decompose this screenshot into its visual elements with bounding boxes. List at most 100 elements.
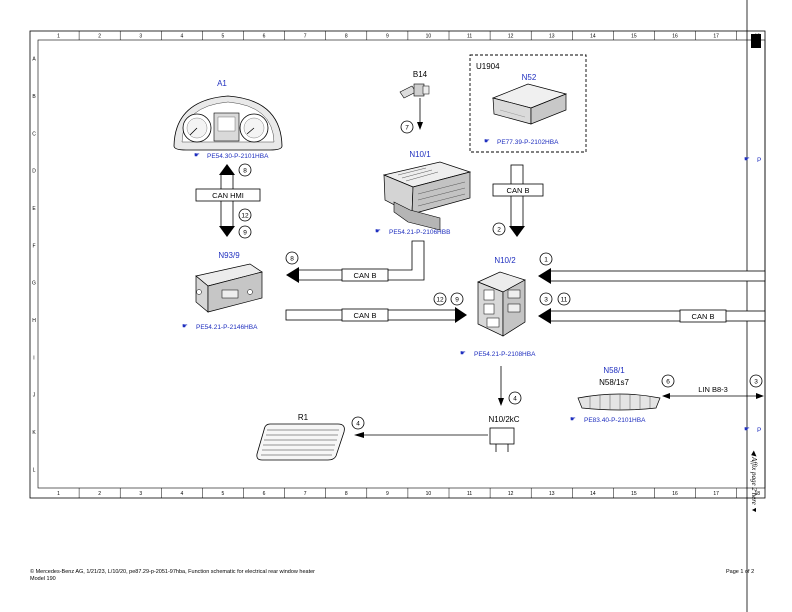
temperature-sensor-b14[interactable] [399,83,430,99]
grid-column-label: 6 [263,491,266,497]
grid-row-label: D [32,169,36,175]
grid-column-label: 16 [672,34,678,40]
side-reference-c[interactable]: P [757,157,761,164]
marker-8-n93: 8 [285,251,299,265]
n52-label: N52 [522,73,537,82]
marker-1: 1 [539,252,553,266]
grid-row-label: J [33,393,36,399]
svg-text:11: 11 [561,297,568,304]
grid-column-label: 14 [590,34,596,40]
side-reference-icon-k: ☛ [744,426,750,433]
footer-page-number: Page 1 of 2 [726,569,755,575]
rear-window-heater-r1[interactable] [256,423,345,461]
affix-page-note: ◀ Affix page 2 here ▼ [750,450,758,513]
marker-12-hmi: 12 [238,208,252,222]
grid-column-label: 12 [508,491,514,497]
sam-module-n10-1[interactable] [382,161,472,231]
b14-label: B14 [413,70,428,79]
grid-column-label: 9 [386,34,389,40]
r1-label: R1 [298,413,309,422]
n10-1-reference[interactable]: PE54.21-P-2106HBB [389,229,450,236]
footer-model: Model 190 [30,576,56,582]
svg-text:3: 3 [754,379,758,386]
can-b-right-label: CAN B [692,312,715,321]
n93-9-reference[interactable]: PE54.21-P-2146HBA [196,324,258,331]
instrument-cluster-a1[interactable]: A1 [173,79,283,151]
svg-text:4: 4 [513,396,517,403]
svg-text:3: 3 [544,297,548,304]
relay-to-r1-arrow [354,432,488,438]
n58-1s7-label: N58/1s7 [599,378,629,387]
can-b-mid-label: CAN B [354,271,377,280]
n10-1-reference-icon: ☛ [375,228,381,235]
marker-9-n10-2: 9 [450,292,464,306]
n10-2-reference[interactable]: PE54.21-P-2108HBA [474,351,536,358]
marker-8-a1: 8 [238,163,252,177]
can-b-n52-link [492,164,544,237]
grid-column-label: 14 [590,491,596,497]
relay-n10-2kc[interactable] [489,427,515,452]
module-n52[interactable] [491,83,568,125]
can-b-from-right [538,308,766,324]
grid-column-label: 18 [754,491,760,497]
n10-2-label: N10/2 [494,256,516,265]
n10-2-to-relay-arrow [498,366,504,406]
svg-text:7: 7 [405,125,409,132]
side-reference-icon-c: ☛ [744,156,750,163]
grid-column-label: 4 [180,491,183,497]
a1-reference[interactable]: PE54.30-P-2101HBA [207,153,269,160]
marker-9-hmi: 9 [238,225,252,239]
marker-4-relay: 4 [508,391,522,405]
marker-6: 6 [661,374,675,388]
grid-row-label: C [32,131,36,137]
grid-row-label: F [32,243,35,249]
grid-column-label: 13 [549,34,555,40]
module-n93-9[interactable] [195,263,263,313]
grid-column-label: 5 [222,34,225,40]
n52-reference-icon: ☛ [484,138,490,145]
svg-text:12: 12 [241,213,249,220]
grid-column-label: 3 [139,34,142,40]
n10-2kc-label: N10/2kC [488,415,519,424]
grid-row-label: K [32,430,36,436]
n58-1-reference[interactable]: PE83.40-P-2101HBA [584,417,646,424]
grid-column-label: 8 [345,34,348,40]
marker-7: 7 [400,120,414,134]
grid-column-label: 10 [426,34,432,40]
can-b-top-label: CAN B [507,186,530,195]
marker-3: 3 [539,292,553,306]
svg-text:2: 2 [497,227,501,234]
grid-column-label: 13 [549,491,555,497]
lin-label: LIN B8-3 [698,385,728,394]
drawing-frame [29,0,766,612]
grid-column-label: 1 [57,491,60,497]
grid-column-label: 8 [345,491,348,497]
can-b-low-label: CAN B [354,311,377,320]
n58-1-label: N58/1 [603,366,625,375]
grid-column-label: 2 [98,491,101,497]
grid-row-label: E [32,206,36,212]
switch-panel-n58-1[interactable] [577,393,661,411]
n58-1-reference-icon: ☛ [570,416,576,423]
grid-column-label: 17 [713,34,719,40]
side-reference-k[interactable]: P [757,427,761,434]
grid-column-label: 10 [426,491,432,497]
marker-2: 2 [492,222,506,236]
n93-9-label: N93/9 [218,251,240,260]
grid-column-label: 5 [222,491,225,497]
n52-reference[interactable]: PE77.39-P-2102HBA [497,139,559,146]
sam-module-n10-2[interactable] [477,271,526,337]
svg-text:6: 6 [666,379,670,386]
grid-column-label: 12 [508,34,514,40]
u1904-dashed-box [469,54,587,153]
grid-column-label: 7 [304,491,307,497]
u1904-label: U1904 [476,62,500,71]
marker-4-r1: 4 [351,416,365,430]
grid-column-label: 9 [386,491,389,497]
marker-12-n10-2: 12 [433,292,447,306]
n93-9-reference-icon: ☛ [182,323,188,330]
grid-column-label: 1 [57,34,60,40]
